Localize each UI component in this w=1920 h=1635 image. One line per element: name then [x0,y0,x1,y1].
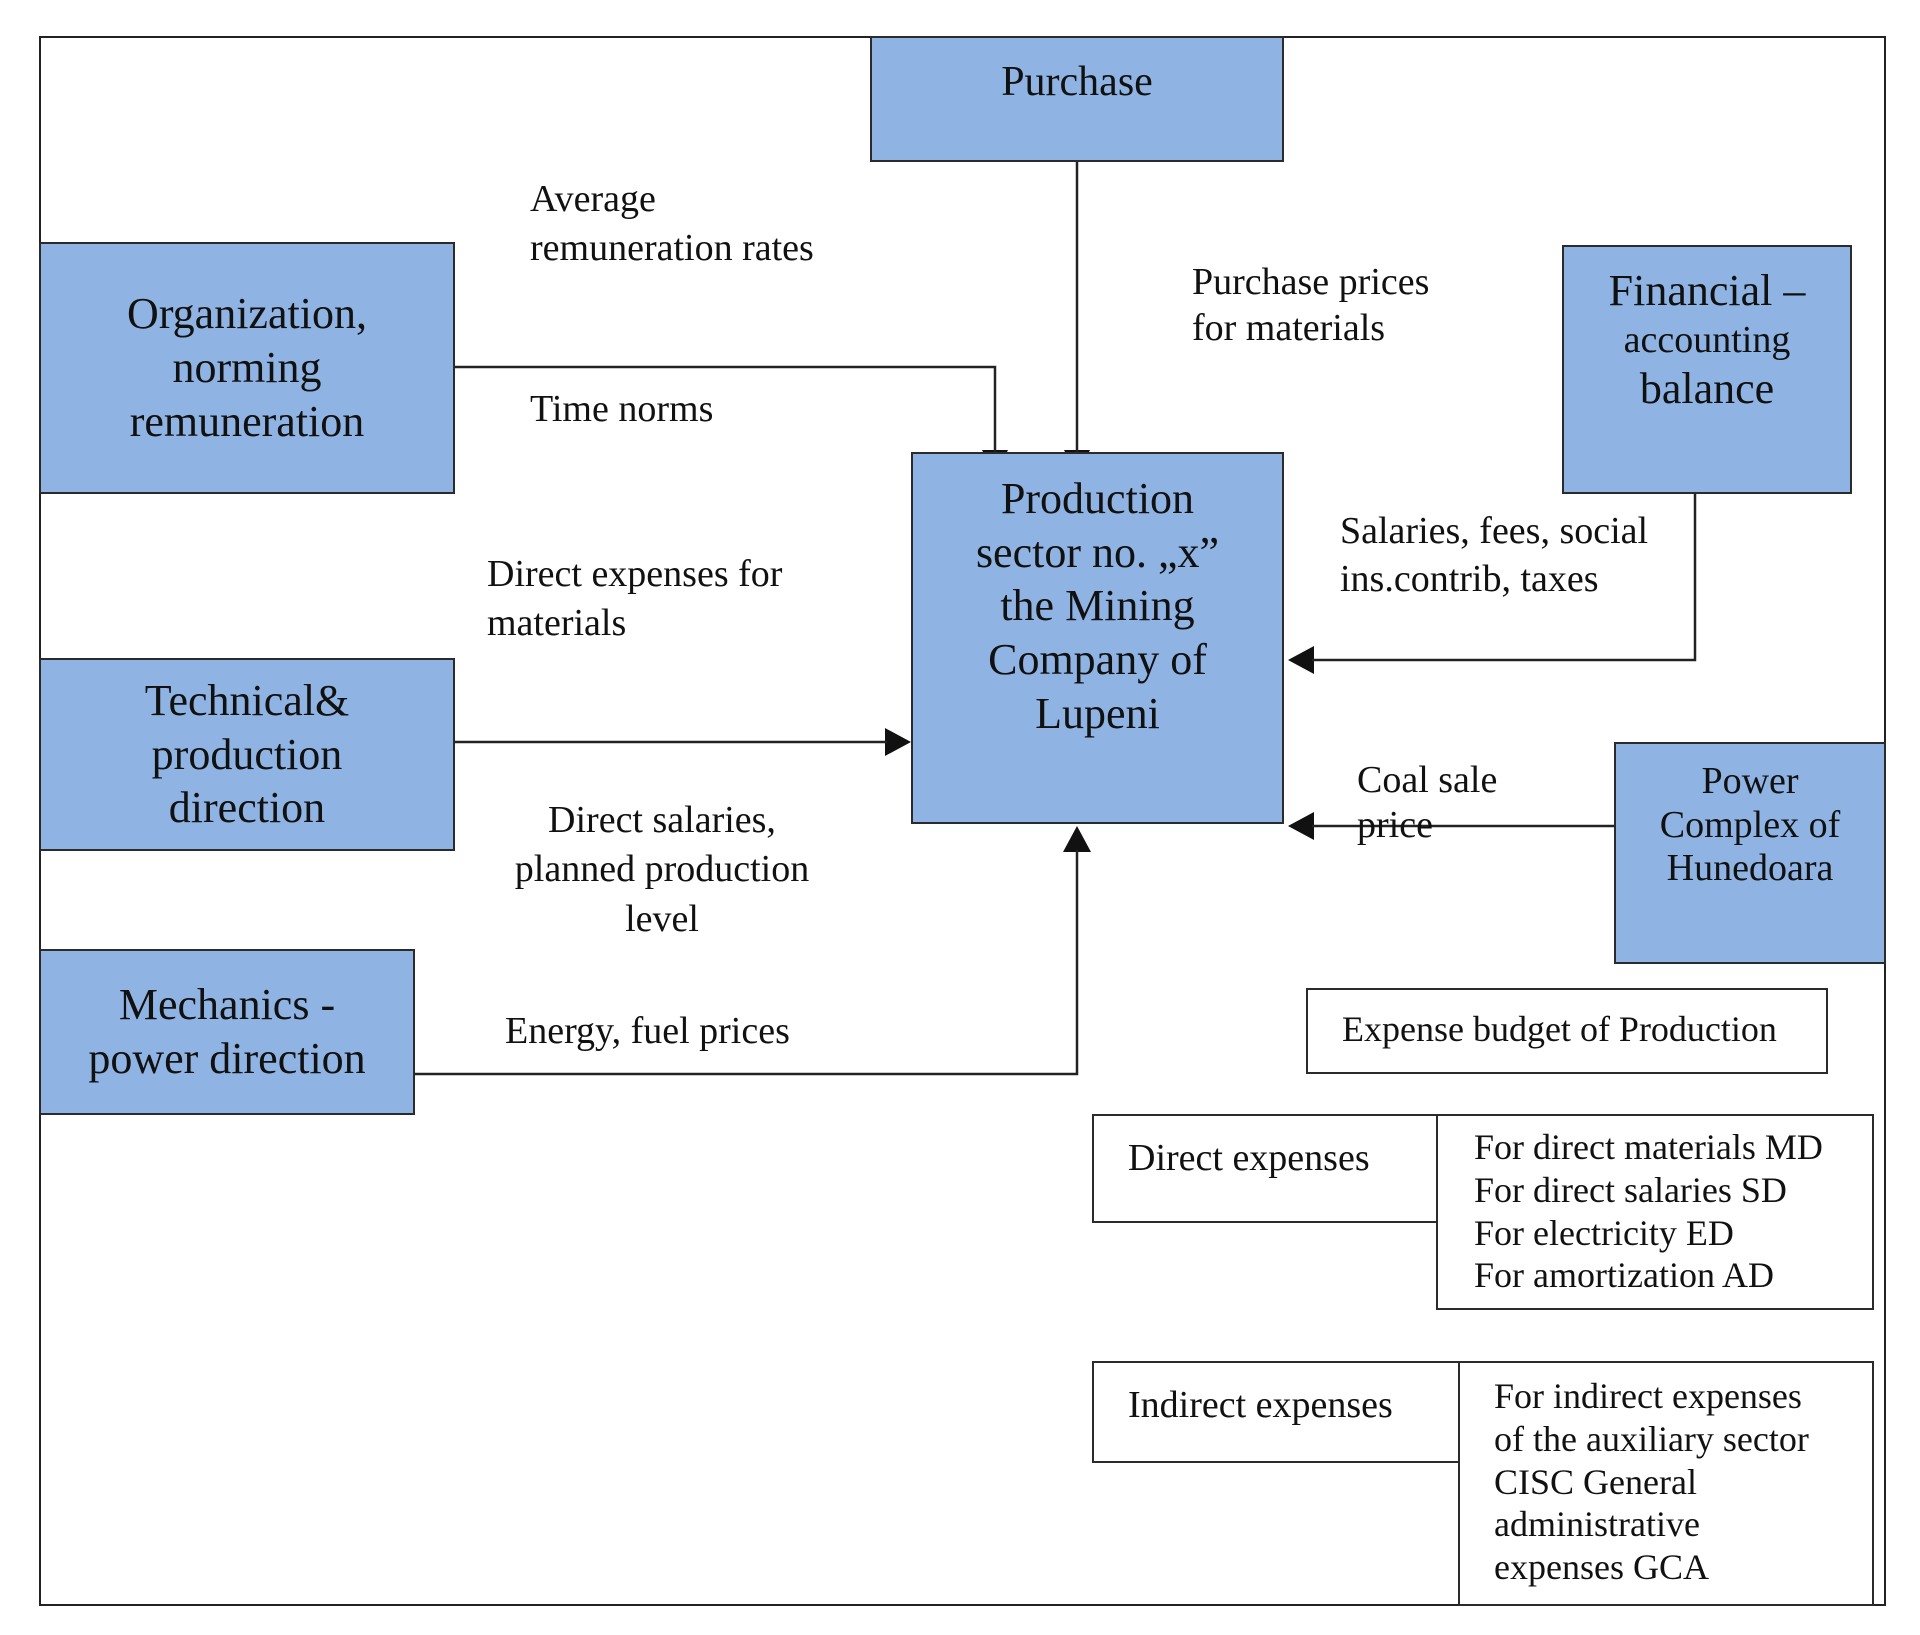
indirect-expenses-items-box: For indirect expenses of the auxiliary s… [1458,1361,1874,1606]
indirect-expenses-items: For indirect expenses of the auxiliary s… [1494,1376,1809,1588]
power-complex-label: Power Complex of Hunedoara [1659,760,1841,890]
purchase-box: Purchase [870,36,1284,162]
label-direct-expenses-materials: Direct expenses for materials [487,553,783,645]
label-coal-sale-price: Coal sale price [1357,759,1498,846]
expense-budget-title: Expense budget of Production [1342,1009,1777,1049]
indirect-expenses-label: Indirect expenses [1128,1384,1393,1426]
production-sector-box: Production sector no. „x” the Mining Com… [911,452,1284,824]
financial-label-line2: accounting [1623,318,1791,361]
organization-label: Organization, norming remuneration [127,289,367,446]
direct-expenses-items: For direct materials MD For direct salar… [1474,1127,1823,1296]
label-average-remuneration: Average remuneration rates [530,178,814,270]
label-purchase-prices: Purchase prices for materials [1192,261,1430,349]
mechanics-box: Mechanics - power direction [39,949,415,1115]
mechanics-label: Mechanics - power direction [88,980,366,1083]
organization-box: Organization, norming remuneration [39,242,455,494]
financial-label-line3: balance [1639,364,1775,414]
indirect-expenses-label-box: Indirect expenses [1092,1361,1460,1463]
direct-expenses-label-box: Direct expenses [1092,1114,1438,1223]
label-time-norms: Time norms [530,388,714,430]
direct-expenses-label: Direct expenses [1128,1137,1370,1179]
label-direct-salaries: Direct salaries, planned production leve… [514,799,810,940]
power-complex-box: Power Complex of Hunedoara [1614,742,1886,964]
financial-box: Financial – accounting balance [1562,245,1852,494]
financial-label-line1: Financial – [1608,266,1806,315]
direct-expenses-items-box: For direct materials MD For direct salar… [1436,1114,1874,1310]
expense-budget-title-box: Expense budget of Production [1306,988,1828,1074]
technical-label: Technical& production direction [144,675,350,833]
production-sector-label: Production sector no. „x” the Mining Com… [975,474,1220,738]
label-energy-fuel: Energy, fuel prices [505,1010,790,1052]
label-salaries-fees: Salaries, fees, social ins.contrib, taxe… [1340,510,1649,600]
technical-box: Technical& production direction [39,658,455,851]
purchase-label: Purchase [1001,59,1153,105]
